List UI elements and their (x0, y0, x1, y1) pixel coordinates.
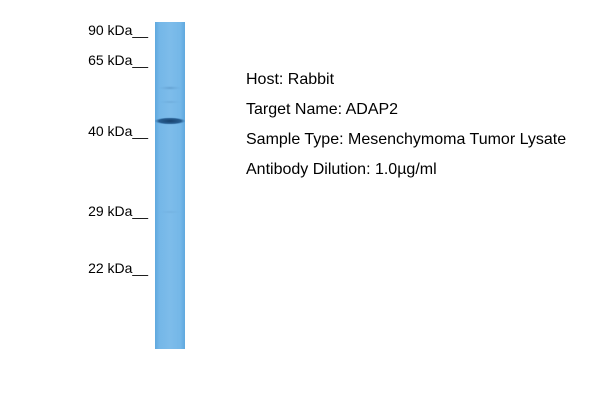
marker-90kda: 90 kDa__ (88, 22, 148, 38)
blot-lane (155, 22, 185, 349)
marker-65kda: 65 kDa__ (88, 52, 148, 68)
host-label: Host: Rabbit (246, 71, 335, 88)
faint-band-lower (157, 210, 183, 214)
blot-info: Host: Rabbit Target Name: ADAP2 Sample T… (246, 70, 591, 190)
molecular-weight-markers: 90 kDa__ 65 kDa__ 40 kDa__ 29 kDa__ 22 k… (0, 0, 160, 400)
marker-40kda: 40 kDa__ (88, 123, 148, 139)
sample-type-label: Sample Type: Mesenchymoma Tumor Lysate (246, 131, 567, 148)
faint-band-upper (156, 85, 184, 91)
marker-22kda: 22 kDa__ (88, 260, 148, 276)
marker-29kda: 29 kDa__ (88, 203, 148, 219)
target-name-label: Target Name: ADAP2 (246, 101, 399, 118)
antibody-dilution-label: Antibody Dilution: 1.0µg/ml (246, 161, 437, 178)
lane-background (155, 22, 185, 349)
main-band (155, 117, 185, 125)
faint-band-mid (157, 100, 183, 104)
